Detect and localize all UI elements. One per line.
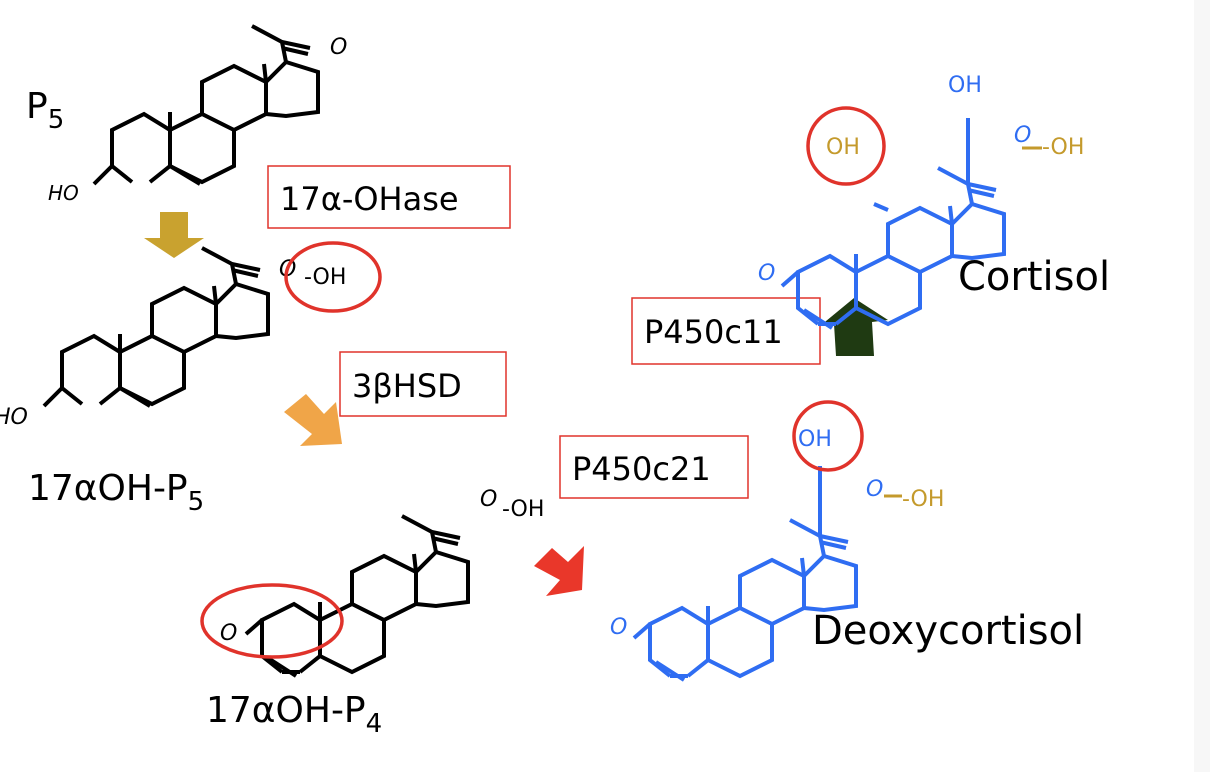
deoxycortisol-highlight-circle	[792, 400, 864, 472]
hydroxy-p4-side-label: -OH	[502, 497, 544, 522]
hydroxy-p5-label: 17αOH-P5	[28, 468, 204, 517]
deoxycortisol-side-label: -OH	[902, 487, 944, 512]
enzyme-label-c11: P450c11	[644, 313, 783, 351]
p5-structure	[92, 24, 320, 186]
cortisol-side-label: -OH	[1042, 135, 1084, 160]
hydroxy-p4-structure	[244, 514, 470, 678]
cortisol-label: Cortisol	[958, 254, 1110, 300]
p5-label: P5	[26, 86, 64, 135]
arrow-down-gold-icon	[144, 212, 204, 258]
hydroxy-p4-highlight-circle	[200, 583, 344, 659]
enzyme-label-c21: P450c21	[572, 450, 711, 488]
cortisol-structure	[780, 118, 1006, 330]
cortisol-keto-label: O	[758, 261, 775, 286]
deoxycortisol-ketone-label: O	[866, 477, 883, 502]
hydroxy-p5-structure	[42, 246, 270, 408]
cortisol-top-label: OH	[948, 73, 982, 98]
enzyme-box-c21	[559, 435, 749, 499]
cortisol-ketone-label: O	[1014, 123, 1031, 148]
cortisol-ring-label: OH	[826, 135, 860, 160]
hydroxy-p4-keto-label: O	[220, 621, 237, 646]
arrow-up-green-icon	[820, 298, 888, 356]
p5-ketone-label: O	[330, 35, 347, 60]
hydroxy-p5-highlight-circle	[284, 241, 382, 313]
cortisol-highlight-circle	[806, 106, 886, 186]
enzyme-box-hydroxylase	[267, 165, 511, 229]
deoxycortisol-structure	[632, 466, 858, 682]
deoxycortisol-top-label: OH	[798, 427, 832, 452]
page-edge-strip	[1194, 0, 1210, 772]
deoxycortisol-keto-label: O	[610, 615, 627, 640]
deoxycortisol-label: Deoxycortisol	[812, 608, 1084, 654]
hydroxy-p4-label: 17αOH-P4	[206, 690, 382, 739]
hydroxy-p5-ho-label: HO	[0, 405, 28, 430]
enzyme-box-hsd	[339, 351, 507, 417]
enzyme-label-hsd: 3βHSD	[352, 367, 462, 405]
p5-ho-label: HO	[48, 181, 79, 205]
hydroxy-p4-ketone-label: O	[480, 487, 497, 512]
hydroxy-p5-side-label: -OH	[304, 265, 346, 290]
arrow-diagonal-red-icon	[534, 546, 584, 596]
arrow-diagonal-orange-icon	[284, 394, 342, 446]
enzyme-label-hydroxylase: 17α-OHase	[280, 180, 459, 218]
enzyme-box-c11	[631, 297, 821, 365]
